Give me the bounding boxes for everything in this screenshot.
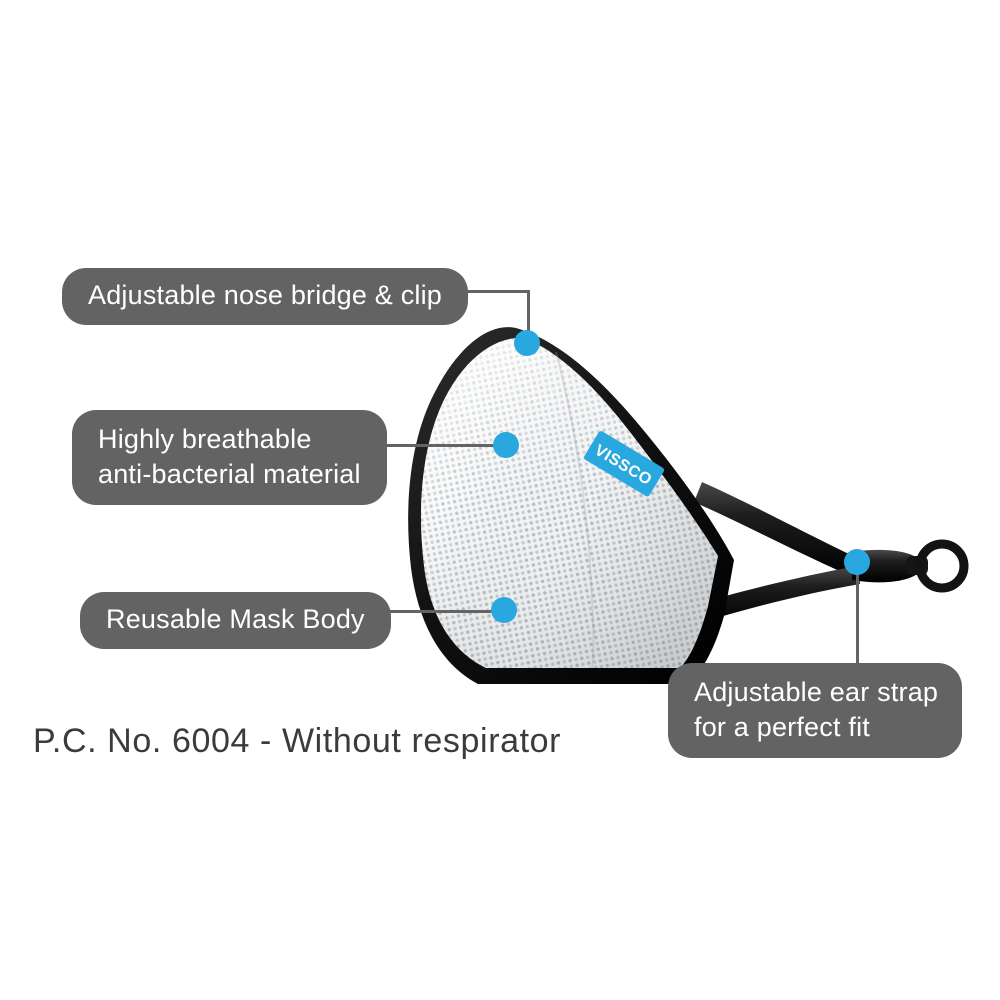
ear-strap-group	[690, 482, 969, 624]
callout-ear-strap[interactable]: Adjustable ear strap for a perfect fit	[668, 663, 963, 759]
ear-strap-upper-band	[694, 482, 862, 578]
callout-nose-bridge[interactable]: Adjustable nose bridge & clip	[62, 268, 469, 325]
leader-line-reusable-body	[356, 610, 504, 613]
callout-ear-strap-line-1: Adjustable ear strap	[694, 677, 939, 707]
hotspot-dot-ear-strap[interactable]	[844, 549, 870, 575]
hotspot-dot-breathable[interactable]	[493, 432, 519, 458]
callout-breathable[interactable]: Highly breathable anti-bacterial materia…	[72, 410, 387, 506]
callout-reusable-body[interactable]: Reusable Mask Body	[80, 592, 391, 649]
hotspot-dot-reusable-body[interactable]	[491, 597, 517, 623]
callout-reusable-body-line-1: Reusable Mask Body	[106, 604, 365, 634]
product-caption: P.C. No. 6004 - Without respirator	[33, 722, 562, 760]
leader-line-ear-strap	[856, 562, 859, 666]
callout-ear-strap-line-2: for a perfect fit	[694, 711, 870, 742]
leader-line-nose-bridge-vertical	[527, 290, 530, 342]
mask-center-seam	[555, 351, 595, 669]
leader-line-breathable	[364, 444, 506, 447]
leader-line-nose-bridge-horizontal	[446, 290, 530, 293]
ear-strap-ring	[915, 539, 969, 593]
callout-breathable-line-1: Highly breathable	[98, 424, 312, 454]
callout-breathable-line-2: anti-bacterial material	[98, 458, 361, 489]
callout-nose-bridge-line-1: Adjustable nose bridge & clip	[88, 280, 443, 310]
ear-strap-lower-band	[690, 566, 860, 624]
vissco-tag-background	[584, 431, 665, 497]
hotspot-dot-nose-bridge[interactable]	[514, 330, 540, 356]
